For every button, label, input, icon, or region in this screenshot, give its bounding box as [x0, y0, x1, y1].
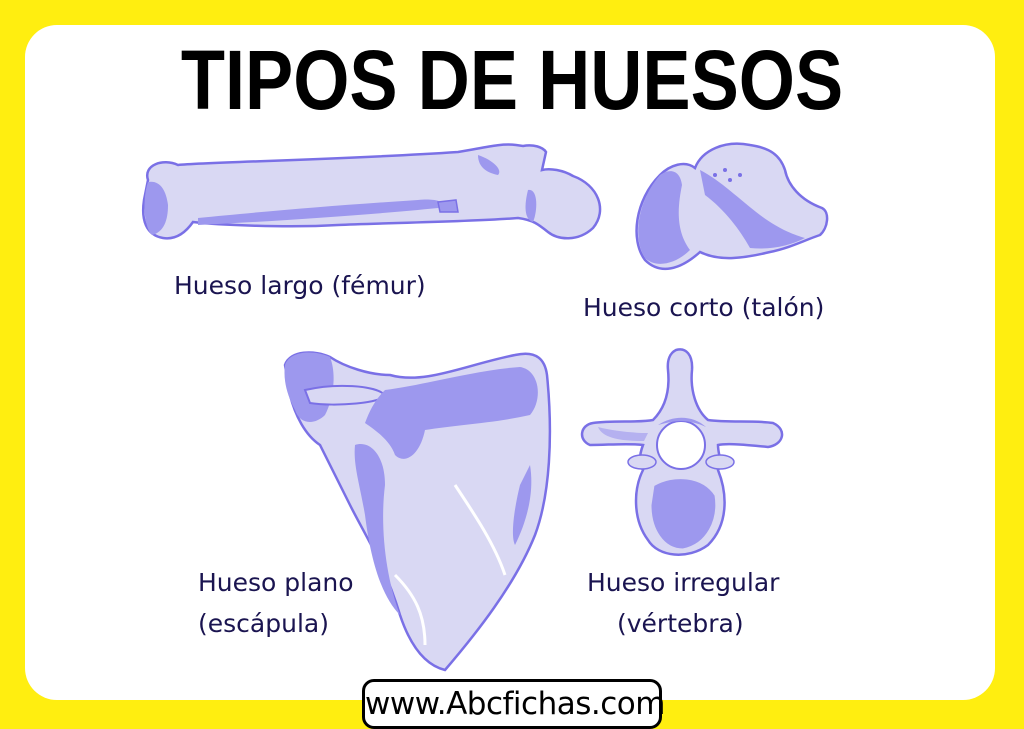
vertebra-illustration [580, 348, 784, 556]
page-title: TIPOS DE HUESOS [180, 33, 844, 127]
scapula-illustration [283, 351, 552, 672]
calcaneus-illustration [635, 142, 829, 271]
vertebra-label-line2: (vértebra) [617, 609, 744, 638]
website-badge: www.Abcfichas.com [362, 679, 665, 729]
vertebra-label-line1: Hueso irregular [587, 568, 780, 597]
femur-label: Hueso largo (fémur) [174, 271, 426, 300]
talon-label: Hueso corto (talón) [583, 293, 825, 322]
femur-illustration [142, 143, 602, 240]
website-url: www.Abcfichas.com [365, 686, 665, 722]
escapula-label-line2: (escápula) [198, 609, 329, 638]
escapula-label-line1: Hueso plano [198, 568, 354, 597]
